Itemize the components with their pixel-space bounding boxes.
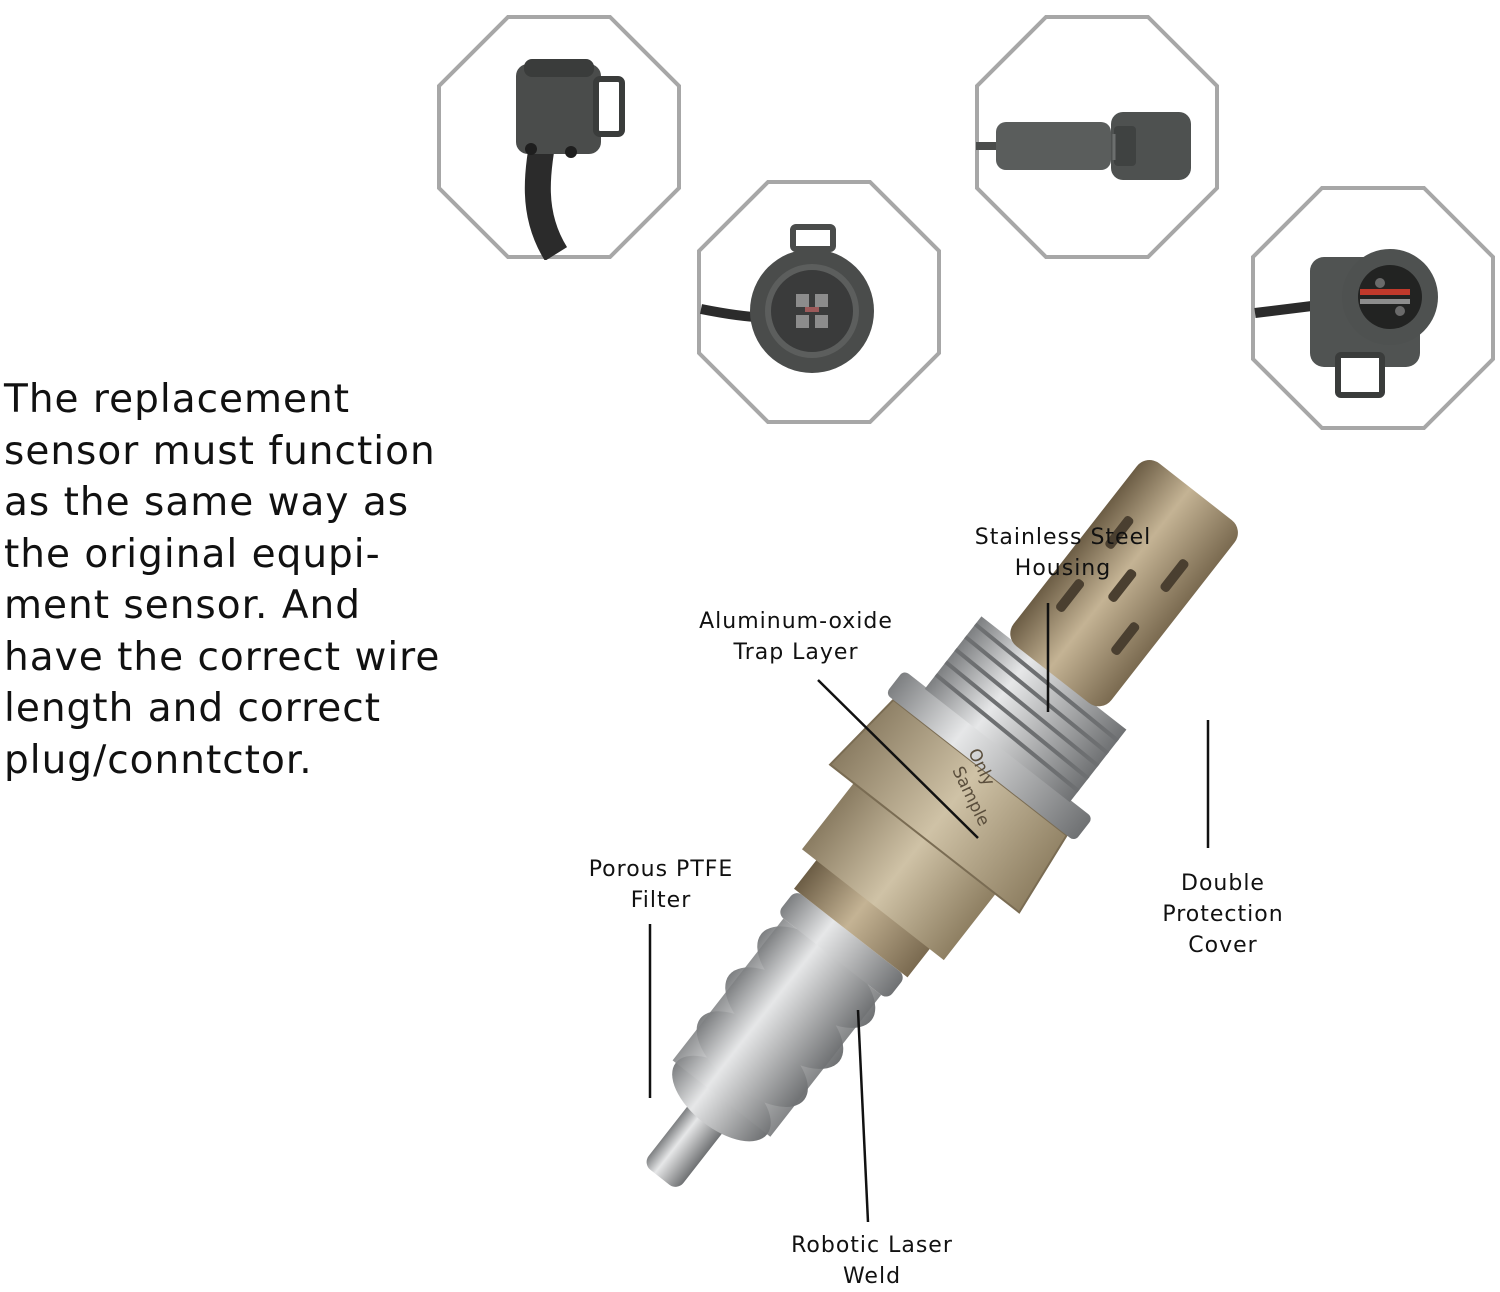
- connector-inline-plug-icon: [975, 15, 1219, 259]
- label-line: Stainless Steel: [974, 525, 1152, 550]
- description-line: the original equpi-: [4, 531, 381, 577]
- description-line: as the same way as: [4, 480, 410, 525]
- label-line: Protection: [1162, 902, 1284, 927]
- description-line: sensor must function: [4, 428, 436, 474]
- label-line: Trap Layer: [733, 640, 859, 665]
- description-line: have the correct wire: [4, 634, 441, 680]
- connector-side-clip-icon: [437, 15, 681, 260]
- description-line: length and correct: [4, 686, 382, 731]
- label-line: Weld: [842, 1264, 902, 1289]
- label-robotic-laser-weld: Robotic Laser Weld: [752, 1230, 992, 1292]
- label-line: Filter: [630, 888, 692, 913]
- label-double-protection-cover: Double Protection Cover: [1130, 868, 1316, 961]
- description-line: plug/conntctor.: [4, 737, 313, 783]
- label-stainless-steel-housing: Stainless Steel Housing: [948, 522, 1178, 584]
- label-porous-ptfe-filter: Porous PTFE Filter: [546, 854, 776, 916]
- label-line: Housing: [1014, 556, 1112, 581]
- callout-line-trap-layer: [817, 679, 979, 839]
- description-line: The replacement: [4, 377, 351, 422]
- connector-red-wire-icon: [1251, 186, 1495, 430]
- description-line: ment sensor. And: [4, 583, 362, 628]
- label-line: Robotic Laser: [791, 1233, 953, 1258]
- label-line: Porous PTFE: [588, 857, 734, 882]
- product-description: The replacement sensor must function as …: [4, 374, 544, 786]
- connector-front-pins-icon: [697, 180, 941, 424]
- label-line: Double: [1181, 871, 1265, 896]
- label-line: Aluminum-oxide: [699, 609, 893, 634]
- callout-line-weld: [856, 1009, 870, 1223]
- label-line: Cover: [1188, 933, 1258, 958]
- label-aluminum-oxide-trap-layer: Aluminum-oxide Trap Layer: [666, 606, 926, 668]
